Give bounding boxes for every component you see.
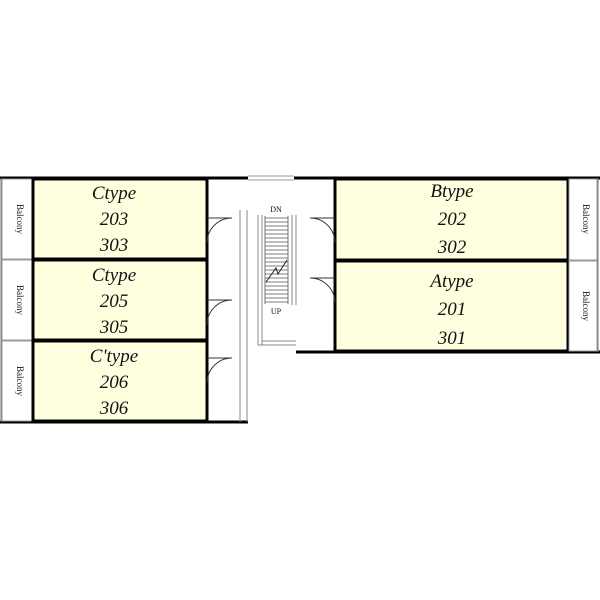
door-right-1 [309, 217, 336, 244]
balcony-label: Balcony [581, 204, 591, 234]
left-doors [206, 217, 233, 384]
balcony-label: Balcony [15, 204, 25, 234]
door-left-3 [206, 357, 233, 384]
right-balconies [568, 178, 598, 352]
left-units [31, 177, 209, 423]
right-unit-labels: Btype 202 302 Atype 201 301 [428, 181, 473, 349]
balcony-label: Balcony [15, 285, 25, 315]
right-doors [309, 217, 336, 304]
unit-type-label: Ctype [92, 265, 136, 286]
stairwell: DN UP [248, 175, 297, 346]
unit-number-label: 306 [99, 398, 129, 419]
left-unit-labels: Ctype 203 303 Ctype 205 305 C'type 206 3… [90, 183, 138, 419]
balcony-labels: Balcony Balcony Balcony Balcony Balcony [15, 204, 591, 396]
stair-treads [265, 217, 288, 303]
unit-number-label: 301 [437, 328, 467, 349]
door-right-2 [309, 277, 336, 304]
door-left-2 [206, 299, 233, 326]
unit-number-label: 305 [99, 317, 129, 338]
unit-number-label: 201 [438, 299, 467, 320]
unit-number-label: 203 [100, 209, 129, 230]
unit-type-label: Btype [430, 181, 473, 202]
balcony-left-1 [1, 178, 33, 260]
unit-number-label: 206 [100, 372, 129, 393]
right-units [333, 177, 570, 353]
stair-break-line [265, 259, 288, 283]
stair-down-label: DN [270, 205, 282, 214]
unit-type-label: Ctype [92, 183, 136, 204]
unit-number-label: 202 [438, 209, 467, 230]
unit-left-3 [31, 339, 209, 423]
door-left-1 [206, 217, 233, 244]
unit-number-label: 303 [99, 235, 129, 256]
balcony-label: Balcony [581, 291, 591, 321]
unit-number-label: 205 [100, 291, 129, 312]
unit-type-label: C'type [90, 346, 138, 367]
unit-left-2 [31, 258, 209, 342]
balcony-label: Balcony [15, 366, 25, 396]
unit-type-label: Atype [428, 271, 473, 292]
unit-right-2 [333, 259, 570, 353]
stair-up-label: UP [271, 307, 282, 316]
balcony-right-1 [568, 178, 598, 261]
unit-number-label: 302 [437, 237, 467, 258]
balcony-right-2 [568, 260, 598, 352]
